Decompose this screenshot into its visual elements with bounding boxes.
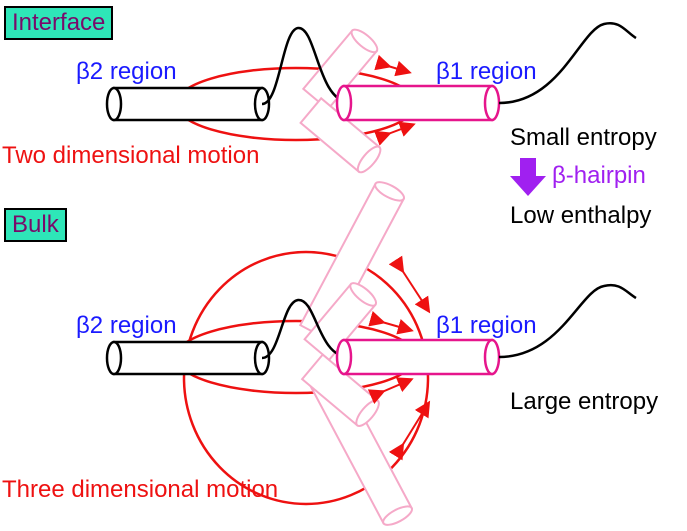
interface-arrow-lower xyxy=(373,121,416,146)
bulk-ghost-cylinder-mid-upper xyxy=(303,282,377,362)
bulk-entropy-label: Large entropy xyxy=(510,388,659,415)
interface-ghost-cylinder-upper xyxy=(301,28,379,111)
interface-hairpin-loop xyxy=(261,26,349,106)
transition-top-label: Small entropy xyxy=(510,124,657,151)
interface-tag: Interface xyxy=(4,6,114,40)
transition-bottom-label: Low enthalpy xyxy=(510,202,652,229)
interface-ghost-cylinder-lower xyxy=(299,96,382,174)
bulk-tag: Bulk xyxy=(4,208,67,242)
bulk-motion-label: Three dimensional motion xyxy=(2,476,279,503)
bulk-arrow-upper-outer xyxy=(388,255,431,314)
interface-tail-curve xyxy=(498,21,637,105)
interface-motion-label: Two dimensional motion xyxy=(2,142,260,169)
bulk-arrow-lower-inner xyxy=(367,377,414,405)
bulk-tail-curve xyxy=(498,283,637,359)
bulk-hairpin-loop xyxy=(261,298,349,360)
bulk-beta2-label: β2 region xyxy=(76,312,177,339)
bulk-orbit-large xyxy=(182,250,430,506)
bulk-beta1-label: β1 region xyxy=(436,312,537,339)
interface-panel xyxy=(105,21,637,174)
interface-arrow-upper xyxy=(374,54,412,77)
hairpin-transition-arrow xyxy=(510,158,546,196)
bulk-arrow-lower-outer xyxy=(388,400,431,461)
transition-arrow-label: β-hairpin xyxy=(552,162,646,189)
bulk-arrow-upper-inner xyxy=(368,311,414,335)
interface-beta2-label: β2 region xyxy=(76,58,177,85)
interface-beta2-cylinder xyxy=(105,86,271,122)
bulk-beta1-cylinder xyxy=(335,338,501,376)
interface-beta1-cylinder xyxy=(335,84,501,122)
bulk-panel xyxy=(105,181,637,526)
bulk-ghost-cylinder-mid-lower xyxy=(300,353,380,427)
bulk-ghost-cylinder-upper xyxy=(298,181,406,342)
bulk-beta2-cylinder xyxy=(105,340,271,376)
interface-beta1-label: β1 region xyxy=(436,58,537,85)
